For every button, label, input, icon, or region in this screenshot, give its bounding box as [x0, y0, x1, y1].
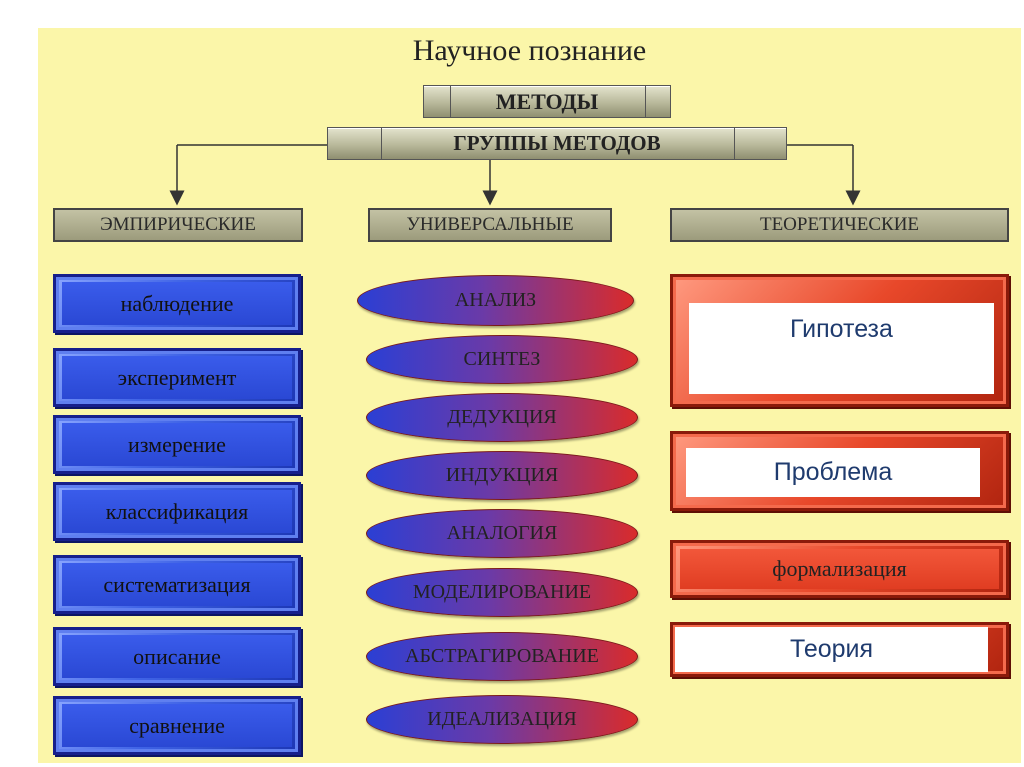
empirical-item-experiment: эксперимент [53, 348, 301, 407]
header-theoretical: ТЕОРЕТИЧЕСКИЕ [670, 208, 1009, 242]
header-universal: УНИВЕРСАЛЬНЫЕ [368, 208, 612, 242]
theoretical-item-label: формализация [772, 556, 907, 581]
diagram-canvas: Научное познание МЕТОДЫ ГРУППЫ МЕТОДОВ Э… [38, 28, 1021, 763]
methods-bar: МЕТОДЫ [423, 85, 671, 118]
theoretical-item-hypothesis: Гипотеза [670, 274, 1009, 407]
header-theoretical-label: ТЕОРЕТИЧЕСКИЕ [759, 214, 920, 235]
groups-label: ГРУППЫ МЕТОДОВ [453, 131, 661, 155]
universal-item-idealization: ИДЕАЛИЗАЦИЯ [366, 695, 638, 744]
theoretical-item-problem: Проблема [670, 431, 1009, 511]
empirical-item-comparison: сравнение [53, 696, 301, 755]
empirical-item-description: описание [53, 627, 301, 686]
universal-item-modeling: МОДЕЛИРОВАНИЕ [366, 568, 638, 617]
theoretical-item-formalization: формализация [670, 540, 1009, 598]
theoretical-item-label: Проблема [773, 458, 893, 486]
empirical-item-classification: классификация [53, 482, 301, 541]
empirical-item-label: классификация [105, 498, 249, 524]
universal-item-deduction: ДЕДУКЦИЯ [366, 393, 638, 442]
universal-item-label: ИНДУКЦИЯ [445, 464, 559, 486]
universal-item-label: АНАЛОГИЯ [446, 522, 558, 544]
page-title: Научное познание [412, 34, 647, 67]
theoretical-item-theory: Теория [670, 622, 1009, 677]
empirical-item-label: описание [133, 643, 221, 669]
universal-item-synthesis: СИНТЕЗ [366, 335, 638, 384]
universal-item-label: СИНТЕЗ [463, 348, 541, 370]
universal-item-analogy: АНАЛОГИЯ [366, 509, 638, 558]
header-universal-label: УНИВЕРСАЛЬНЫЕ [406, 214, 574, 235]
empirical-item-label: измерение [128, 431, 226, 457]
universal-item-abstraction: АБСТРАГИРОВАНИЕ [366, 632, 638, 681]
universal-item-label: МОДЕЛИРОВАНИЕ [412, 581, 592, 603]
universal-item-label: АБСТРАГИРОВАНИЕ [405, 645, 599, 667]
empirical-item-label: эксперимент [117, 364, 237, 390]
universal-item-label: АНАЛИЗ [454, 289, 537, 311]
header-empirical: ЭМПИРИЧЕСКИЕ [53, 208, 303, 242]
header-empirical-label: ЭМПИРИЧЕСКИЕ [100, 214, 256, 235]
universal-item-label: ДЕДУКЦИЯ [447, 406, 557, 428]
universal-item-label: ИДЕАЛИЗАЦИЯ [427, 708, 577, 730]
universal-item-induction: ИНДУКЦИЯ [366, 451, 638, 500]
empirical-item-observation: наблюдение [53, 274, 301, 333]
empirical-item-label: сравнение [129, 712, 225, 738]
theoretical-item-label: Гипотеза [790, 315, 893, 343]
empirical-item-systematization: систематизация [53, 555, 301, 614]
groups-bar: ГРУППЫ МЕТОДОВ [327, 127, 787, 160]
theoretical-item-label: Теория [789, 635, 874, 663]
empirical-item-label: систематизация [103, 571, 251, 597]
universal-item-analysis: АНАЛИЗ [357, 275, 634, 326]
empirical-item-measurement: измерение [53, 415, 301, 474]
empirical-item-label: наблюдение [120, 290, 234, 316]
methods-label: МЕТОДЫ [495, 88, 599, 114]
